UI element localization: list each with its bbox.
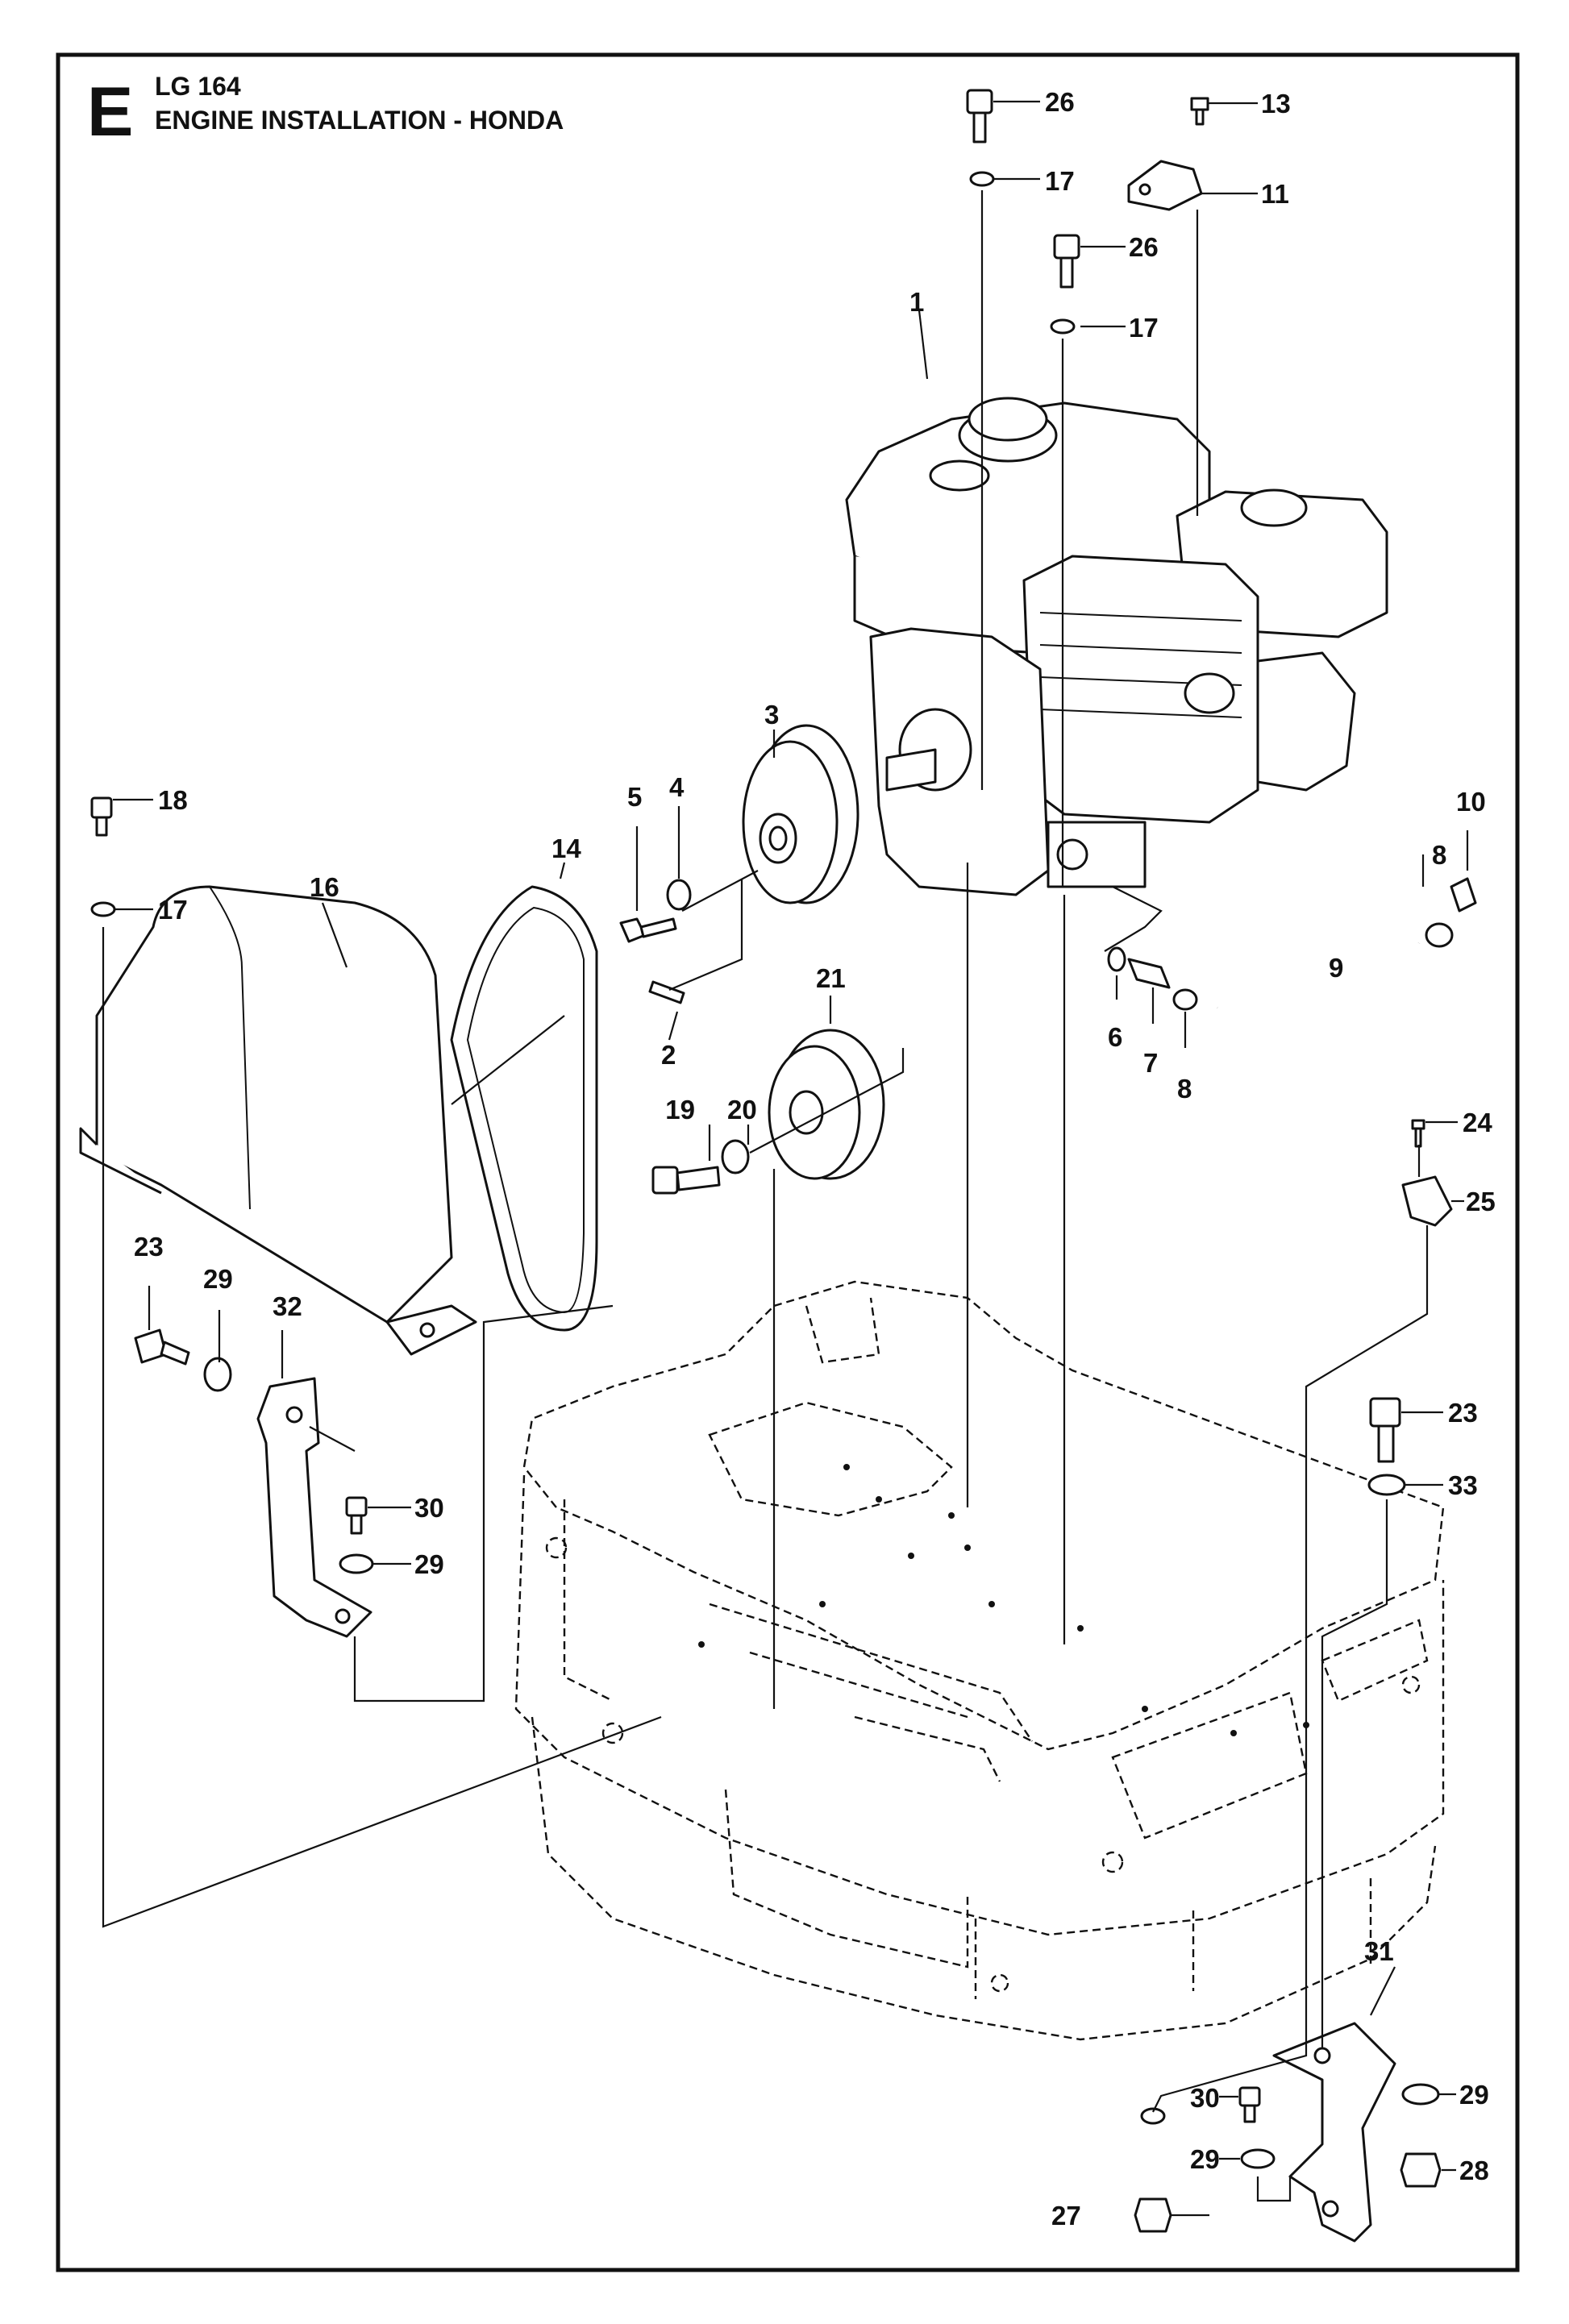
callout-23-left: 23 <box>134 1232 164 1262</box>
callout-18: 18 <box>158 785 188 815</box>
callout-8-lower: 8 <box>1177 1074 1192 1104</box>
callout-26-mid: 26 <box>1129 232 1159 262</box>
drive-pulley <box>742 724 859 904</box>
callout-3: 3 <box>764 700 779 730</box>
callout-30-left: 30 <box>414 1493 444 1523</box>
callout-17-left: 17 <box>158 895 188 925</box>
callout-30-bottom: 30 <box>1190 2083 1220 2113</box>
callout-14: 14 <box>551 834 581 863</box>
engine <box>845 397 1388 896</box>
callout-29-bottom: 29 <box>1190 2144 1220 2174</box>
section-letter: E <box>87 73 133 151</box>
callout-24: 24 <box>1463 1108 1492 1137</box>
callout-8-upper: 8 <box>1432 840 1446 870</box>
callout-31: 31 <box>1364 1936 1394 1966</box>
callout-17-mid: 17 <box>1129 313 1159 343</box>
callout-19: 19 <box>665 1095 695 1125</box>
callout-13: 13 <box>1261 89 1291 118</box>
callout-23-right: 23 <box>1448 1398 1478 1428</box>
fuel-hose <box>1215 942 1422 1052</box>
fuel-fittings <box>1107 877 1477 1011</box>
belt-guard <box>79 885 477 1356</box>
callout-16: 16 <box>310 872 339 902</box>
callout-17-top: 17 <box>1045 166 1075 196</box>
callout-9: 9 <box>1329 953 1343 983</box>
callout-2: 2 <box>661 1040 676 1070</box>
assembly-lines <box>102 100 1469 2217</box>
callout-11: 11 <box>1261 179 1289 209</box>
callout-7: 7 <box>1143 1048 1158 1078</box>
support-bracket <box>1272 2022 1396 2243</box>
callout-28: 28 <box>1459 2156 1489 2185</box>
callout-25: 25 <box>1466 1187 1496 1216</box>
callout-5: 5 <box>627 782 642 812</box>
callout-4: 4 <box>669 772 685 802</box>
hardware <box>90 89 1442 2233</box>
callout-labels: 26 17 13 11 26 17 1 3 4 5 14 16 18 17 2 … <box>134 87 1496 2230</box>
diagram-frame <box>56 52 1520 2272</box>
v-belt <box>450 885 598 1332</box>
callout-29-mid: 29 <box>414 1549 444 1579</box>
callout-6: 6 <box>1108 1022 1122 1052</box>
idler-pulley <box>768 1029 885 1180</box>
callout-27: 27 <box>1051 2201 1081 2230</box>
model-label: LG 164 <box>155 72 241 101</box>
diagram-title: ENGINE INSTALLATION - HONDA <box>155 106 564 135</box>
callout-10: 10 <box>1456 787 1486 817</box>
callout-29-right: 29 <box>1459 2080 1489 2110</box>
throttle-bracket <box>1127 160 1203 211</box>
callout-33: 33 <box>1448 1470 1478 1500</box>
callout-1: 1 <box>909 287 924 317</box>
base-frame-outline <box>514 1280 1445 2041</box>
callout-29-left: 29 <box>203 1264 233 1294</box>
callout-26-top: 26 <box>1045 87 1075 117</box>
callout-21: 21 <box>816 963 846 993</box>
callout-32: 32 <box>273 1291 302 1321</box>
hose-clip <box>1401 1175 1453 1227</box>
callout-20: 20 <box>727 1095 757 1125</box>
